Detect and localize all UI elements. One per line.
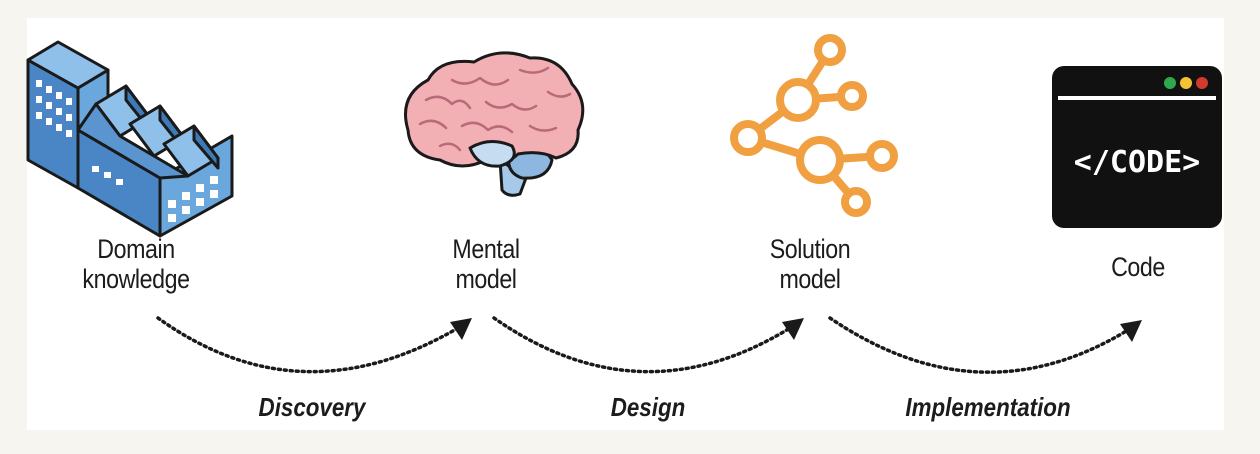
node-label-line: model [779, 264, 841, 294]
arrow-discovery [156, 316, 460, 374]
arrow-design [492, 316, 792, 374]
node-label-domain: Domain knowledge [59, 234, 214, 294]
node-label-solution: Solution model [733, 234, 888, 294]
factory-icon [26, 40, 234, 238]
node-label-line: Mental [452, 234, 520, 264]
transition-label-discovery: Discovery [258, 392, 366, 422]
arrowheads [450, 318, 1142, 342]
diagram-panel [27, 18, 1224, 430]
node-label-line: Domain [97, 234, 175, 264]
arrow-implementation [828, 316, 1130, 374]
node-label-mental: Mental model [409, 234, 564, 294]
arrowhead-discovery [450, 318, 472, 340]
window-dot-yellow [1180, 77, 1192, 89]
node-label-line: Code [1111, 252, 1165, 282]
window-dot-green [1164, 77, 1176, 89]
arrowhead-design [782, 318, 804, 340]
transition-label-implementation: Implementation [905, 392, 1071, 422]
node-label-line: Solution [769, 234, 851, 264]
arrowhead-implementation [1120, 320, 1142, 342]
code-screen-text: </CODE> [1074, 145, 1200, 180]
node-label-line: knowledge [82, 264, 190, 294]
network-graph-icon [730, 34, 898, 217]
brain-icon [404, 51, 585, 197]
window-dot-red [1196, 77, 1208, 89]
code-window-icon: </CODE> [1052, 66, 1222, 228]
node-label-line: model [455, 264, 517, 294]
transition-label-design: Design [610, 392, 686, 422]
node-label-code: Code [1069, 252, 1207, 282]
transition-arrows [156, 316, 1130, 374]
